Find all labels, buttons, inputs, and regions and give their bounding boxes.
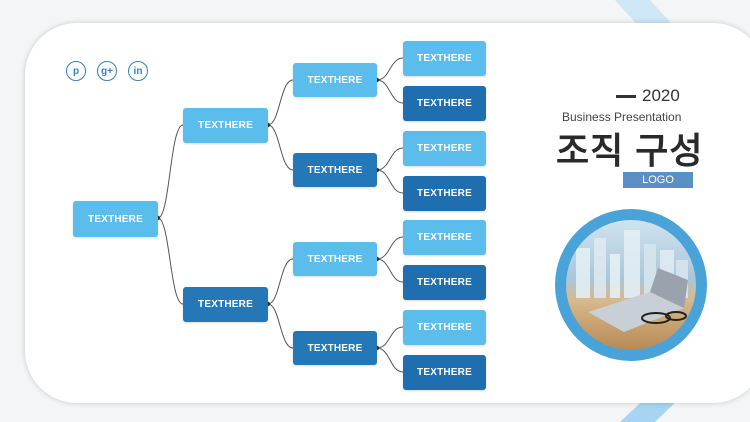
year-label: 2020 [616,86,680,106]
pinterest-icon[interactable]: p [66,61,86,81]
linkedin-icon[interactable]: in [128,61,148,81]
org-level3-node: TEXTHERE [403,176,486,211]
city-desk-illustration [576,230,688,332]
org-level2-node: TEXTHERE [293,153,377,187]
org-level3-node: TEXTHERE [403,265,486,300]
org-level3-node: TEXTHERE [403,355,486,390]
org-level3-node: TEXTHERE [403,41,486,76]
subtitle: Business Presentation [562,110,682,124]
logo-badge: LOGO [623,172,693,188]
year-dash [616,94,636,98]
page-title: 조직 구성 [556,130,704,171]
org-level2-node: TEXTHERE [293,63,377,97]
org-level3-node: TEXTHERE [403,220,486,255]
business-photo [566,220,696,350]
org-root-node: TEXTHERE [73,201,158,237]
org-level3-node: TEXTHERE [403,131,486,166]
org-level1-node: TEXTHERE [183,287,268,322]
org-level2-node: TEXTHERE [293,331,377,365]
org-level1-node: TEXTHERE [183,108,268,143]
org-level3-node: TEXTHERE [403,86,486,121]
pinterest-glyph: p [72,65,80,77]
linkedin-glyph: in [133,65,143,77]
google-plus-glyph: g+ [101,65,113,77]
org-level3-node: TEXTHERE [403,310,486,345]
year-text: 2020 [642,86,680,105]
org-level2-node: TEXTHERE [293,242,377,276]
google-plus-icon[interactable]: g+ [97,61,117,81]
